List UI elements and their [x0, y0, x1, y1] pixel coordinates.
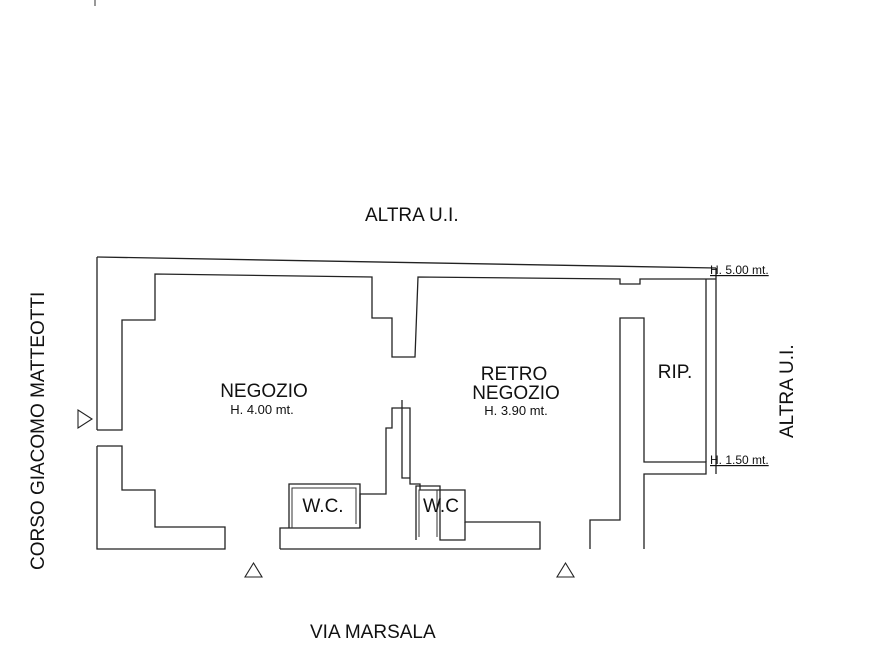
wc-two-inner	[418, 489, 438, 537]
dimension-lower-height: H. 1.50 mt.	[710, 453, 769, 467]
label-right-neighbor: ALTRA U.I.	[777, 344, 798, 438]
label-bottom-street: VIA MARSALA	[310, 622, 436, 643]
outer-top-wall	[96, 256, 717, 430]
room-retro-height: H. 3.90 mt.	[484, 403, 548, 418]
room-wc-two-name: W.C	[423, 496, 459, 517]
room-retro-name-line1: RETRO	[481, 364, 548, 385]
entrance-arrow-left	[77, 408, 94, 430]
entrance-arrow-bottom-left	[244, 561, 263, 578]
wc-one-inner	[291, 487, 357, 528]
room-retro-name-line2: NEGOZIO	[472, 383, 560, 404]
room-wc-one-name: W.C.	[302, 496, 343, 517]
label-left-street: CORSO GIACOMO MATTEOTTI	[28, 292, 49, 570]
negozio-left-wall-upper	[97, 273, 716, 431]
wc-one-outline	[288, 483, 361, 528]
negozio-left-wall-lower	[96, 445, 226, 550]
room-negozio-height: H. 4.00 mt.	[230, 402, 294, 417]
room-rip-name: RIP.	[658, 362, 693, 383]
retro-internal-wall	[401, 400, 410, 479]
room-negozio-name: NEGOZIO	[220, 381, 308, 402]
wc-two-outline	[415, 485, 466, 541]
outer-right-wall	[705, 268, 717, 474]
label-top-neighbor: ALTRA U.I.	[365, 205, 459, 226]
right-wall-block	[589, 317, 707, 549]
entrance-arrow-bottom-right	[556, 561, 575, 578]
dimension-top-height: H. 5.00 mt.	[710, 263, 769, 277]
